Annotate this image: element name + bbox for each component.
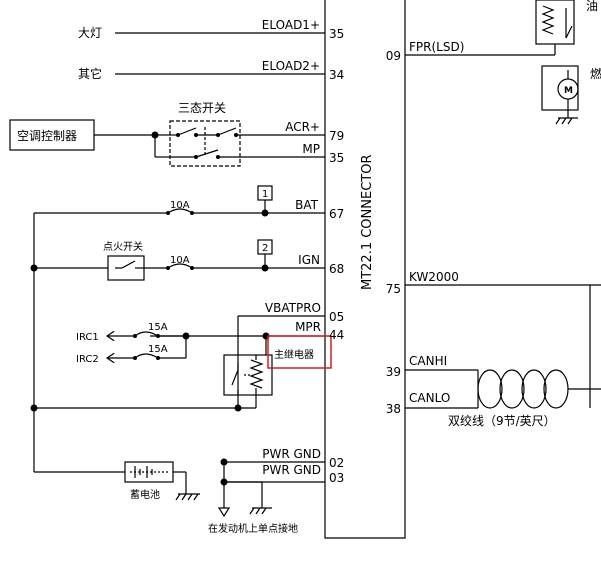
pin-signal-ign: IGN (298, 253, 320, 267)
right-partial-fuel-label: 燃 (590, 66, 601, 81)
ac-controller-label: 空调控制器 (17, 129, 77, 143)
fuse-15a-2-label: 15A (148, 344, 168, 355)
tristate-switch (169, 120, 241, 167)
ignition-switch-label: 点火开关 (103, 240, 143, 253)
pin-number-67: 67 (329, 207, 344, 221)
pin-signal-mp: MP (302, 142, 320, 156)
pin-signal-kw2000: KW2000 (409, 270, 459, 284)
main-relay-highlight (267, 335, 332, 369)
pin-number-03: 03 (329, 471, 344, 485)
main-relay-label: 主继电器 (274, 348, 314, 361)
fuse-15a-1-label: 15A (148, 322, 168, 333)
pin-number-38: 38 (386, 402, 401, 416)
pin-number-34: 34 (329, 68, 344, 82)
pin-signal-fpr: FPR(LSD) (409, 40, 464, 54)
pin-signal-vbatpro: VBATPRO (265, 301, 321, 315)
tristate-switch-label: 三态开关 (178, 101, 226, 115)
connector-title: MT22.1 CONNECTOR (360, 155, 375, 291)
right-partial-oil-label: 油 (586, 0, 598, 13)
pin-signal-acr: ACR+ (285, 120, 320, 134)
other-label: 其它 (78, 66, 102, 81)
twisted-pair-label: 双绞线（9节/英尺） (448, 413, 556, 428)
pin-number-75: 75 (386, 282, 401, 296)
box-1-label: 1 (262, 189, 268, 200)
motor-icon: M (564, 86, 573, 96)
pin-number-68: 68 (329, 262, 344, 276)
pin-signal-mpr: MPR (295, 320, 321, 334)
connector-body (324, 0, 406, 539)
battery-label: 蓄电池 (130, 488, 160, 501)
headlight-label: 大灯 (78, 26, 102, 40)
pin-signal-pwr-gnd-1: PWR GND (262, 447, 321, 461)
pin-number-35-b: 35 (329, 151, 344, 165)
fuse-10a-bat-label: 10A (170, 200, 190, 211)
irc2-label: IRC2 (76, 354, 99, 365)
engine-ground-label: 在发动机上单点接地 (208, 522, 298, 535)
pin-signal-canlo: CANLO (409, 391, 450, 405)
pin-signal-pwr-gnd-2: PWR GND (262, 463, 321, 477)
main-relay (223, 354, 273, 396)
pin-number-09: 09 (386, 49, 401, 63)
box-2-label: 2 (262, 243, 268, 254)
pin-number-79: 79 (329, 129, 344, 143)
pin-signal-eload2: ELOAD2+ (262, 59, 320, 73)
pin-number-39: 39 (386, 365, 401, 379)
fuse-10a-ign-label: 10A (170, 255, 190, 266)
pin-signal-bat: BAT (295, 198, 319, 212)
pin-signal-canhi: CANHI (409, 354, 447, 368)
pin-signal-eload1: ELOAD1+ (262, 18, 320, 32)
pin-number-05: 05 (329, 310, 344, 324)
pin-number-02: 02 (329, 456, 344, 470)
pin-number-44: 44 (329, 328, 344, 342)
irc1-label: IRC1 (76, 332, 99, 343)
pin-number-35-a: 35 (329, 27, 344, 41)
battery (124, 461, 174, 483)
